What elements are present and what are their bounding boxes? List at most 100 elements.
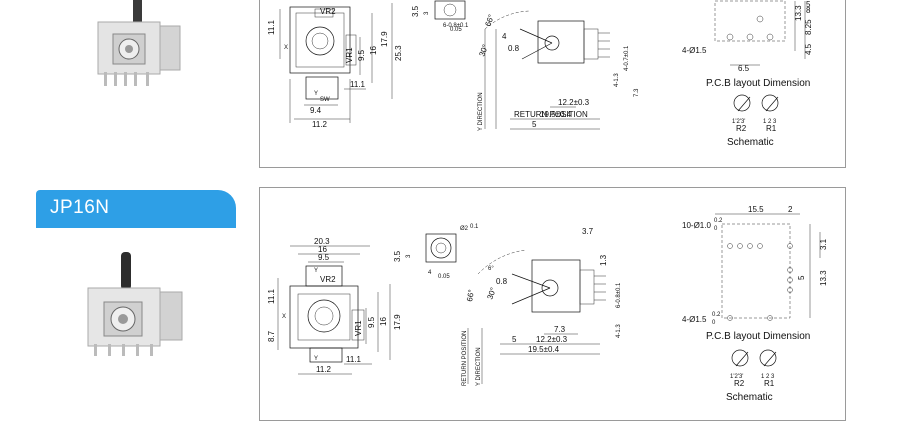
dim-text: VR2 [320, 275, 336, 284]
dim-text: Y [314, 91, 318, 97]
dim-text: VR1 [345, 47, 354, 63]
dim-text: 16 [318, 245, 327, 254]
dim-text: 4-Ø1.5 [682, 315, 707, 324]
dim-text: X [284, 45, 288, 51]
section-label-underline [36, 226, 236, 228]
drawing-panel-bottom: 20.3 16 9.5 Y VR2 11.1 X 8.7 VR1 9.5 16 … [259, 187, 846, 421]
dim-text: 11.1 [346, 355, 362, 364]
dim-text: 17.9 [380, 31, 389, 47]
dim-text: 7.3 [554, 325, 566, 334]
dim-text: VR1 [354, 320, 363, 336]
dim-text: 3 [424, 11, 430, 15]
dim-text: Y [314, 268, 318, 274]
dim-text: 17.9 [393, 314, 402, 330]
schematic-pin-label: 1'2'3' [732, 119, 745, 125]
schematic-ref-label: R2 [736, 124, 747, 133]
dim-text: 19.5±0.4 [528, 345, 560, 354]
dim-text: 8 [806, 6, 811, 15]
dim-text: 8.25 [804, 19, 813, 35]
dim-text: 11.1 [267, 19, 276, 35]
dim-text: 9.5 [367, 316, 376, 328]
dim-text: 6° [488, 266, 494, 272]
dim-text: 0.05 [450, 27, 462, 33]
dim-text: X [282, 314, 286, 320]
dim-text: VR2 [320, 7, 336, 16]
dim-text: Y DIRECTION [476, 347, 482, 386]
dim-text: 4 [502, 32, 507, 41]
dim-text: 11.2 [316, 365, 332, 374]
dim-text: 13.3 [819, 270, 828, 286]
dim-text: 10-Ø1.0 [682, 221, 711, 230]
schematic-caption: Schematic [727, 137, 774, 148]
dim-text: 0.2 [714, 218, 723, 224]
dim-text: 16 [379, 317, 388, 326]
dim-text: 9.4 [310, 106, 322, 115]
dim-text: 1.3 [599, 254, 608, 266]
dim-text: 2 [788, 205, 793, 214]
dim-text: 4-1.3 [614, 73, 620, 87]
drawing-panel-top: VR2 11.1 VR1 9.5 16 17.9 25.3 11.1 SW 9.… [259, 0, 846, 168]
dim-text: 0.8 [496, 277, 508, 286]
dim-text: 3.5 [411, 5, 420, 17]
dim-text: 11.2 [312, 120, 328, 129]
side-view-bottom: 0.8 30° 66° 6° 3.7 1.3 6-0.8±0.1 7.3 12.… [462, 227, 622, 386]
dim-text: 16 [369, 46, 378, 55]
schematic-ref-label: R1 [764, 379, 775, 388]
dim-text: 66° [483, 13, 496, 27]
section-label: JP16N [36, 190, 236, 226]
schematic-pin-label: 1 2 3 [763, 119, 777, 125]
dim-text: 5 [797, 275, 806, 280]
dim-text: 0.05 [438, 274, 450, 280]
dim-text: 4.5 [804, 43, 813, 55]
dim-text: 5 [532, 120, 537, 129]
dim-text: 3.7 [582, 227, 594, 236]
schematic-top: 1'2'3' R2 1 2 3 R1 Schematic [727, 94, 779, 148]
dim-text: 3 [406, 254, 412, 258]
dim-text: 3.1 [819, 238, 828, 250]
dim-text: 15.5 [748, 205, 764, 214]
dim-text: 6-0.8±0.1 [443, 23, 469, 29]
product-photo-top [97, 0, 181, 86]
dim-text: Ø2 [460, 226, 469, 232]
dim-text: 30° [477, 43, 490, 57]
top-detail-view-top: 3.5 3 6-0.8±0.1 0.05 [411, 0, 469, 33]
dim-text: 30° [485, 286, 498, 300]
dim-text: Y [314, 356, 318, 362]
front-view-bottom: 20.3 16 9.5 Y VR2 11.1 X 8.7 VR1 9.5 16 … [267, 237, 402, 375]
top-detail-view-bottom: 3.5 3 4 0.05 Ø2 0.1 [393, 224, 479, 280]
dim-text: 4-1.3 [616, 324, 622, 338]
schematic-caption: Schematic [726, 392, 773, 403]
dim-text: Y DIRECTION [478, 92, 484, 131]
dim-text: 7.3 [634, 88, 640, 97]
dim-text: 4 [428, 270, 432, 276]
dim-text: 0 [712, 320, 716, 326]
dim-text: RETURN POSITION [462, 331, 468, 386]
dim-text: 5 [806, 0, 811, 9]
front-view-top: VR2 11.1 VR1 9.5 16 17.9 25.3 11.1 SW 9.… [267, 3, 403, 129]
dim-text: 25.3 [394, 45, 403, 61]
dim-text: 12.2±0.3 [536, 335, 568, 344]
schematic-bottom: 1'2'3' R2 1 2 3 R1 Schematic [726, 349, 777, 403]
dim-text: 0.1 [470, 224, 479, 230]
dim-text: SW [320, 97, 330, 103]
product-photo-bottom [87, 252, 183, 356]
pcb-caption: P.C.B layout Dimension [706, 78, 810, 89]
pcb-layout-top: 13.3 8.25 4.5 8 5 6.5 4-Ø1.5 P.C.B layou… [682, 0, 813, 89]
dim-text: 4-0.7±0.1 [624, 45, 630, 71]
schematic-pin-label: 1 2 3 [761, 374, 775, 380]
dim-text: 11.1 [350, 80, 366, 89]
dim-text: 6.5 [738, 64, 750, 73]
dim-text: 5 [512, 335, 517, 344]
schematic-ref-label: R1 [766, 124, 777, 133]
dim-text: 0.8 [508, 44, 520, 53]
schematic-ref-label: R2 [734, 379, 745, 388]
side-view-top: 4 0.8 30° 66° 4-1.3 4-0.7±0.1 7.3 12.2±0… [477, 10, 640, 131]
pcb-layout-bottom: 15.5 2 10-Ø1.0 0.2 0 3.1 5 13.3 4-Ø1.5 0… [682, 205, 828, 342]
dim-text: 20.3 [314, 237, 330, 246]
dim-text: 12.2±0.3 [558, 98, 590, 107]
dim-text: 4-Ø1.5 [682, 46, 707, 55]
dim-text: 8.7 [267, 330, 276, 342]
schematic-pin-label: 1'2'3' [730, 374, 743, 380]
dim-text: 66° [465, 289, 476, 302]
pcb-caption: P.C.B layout Dimension [706, 331, 810, 342]
